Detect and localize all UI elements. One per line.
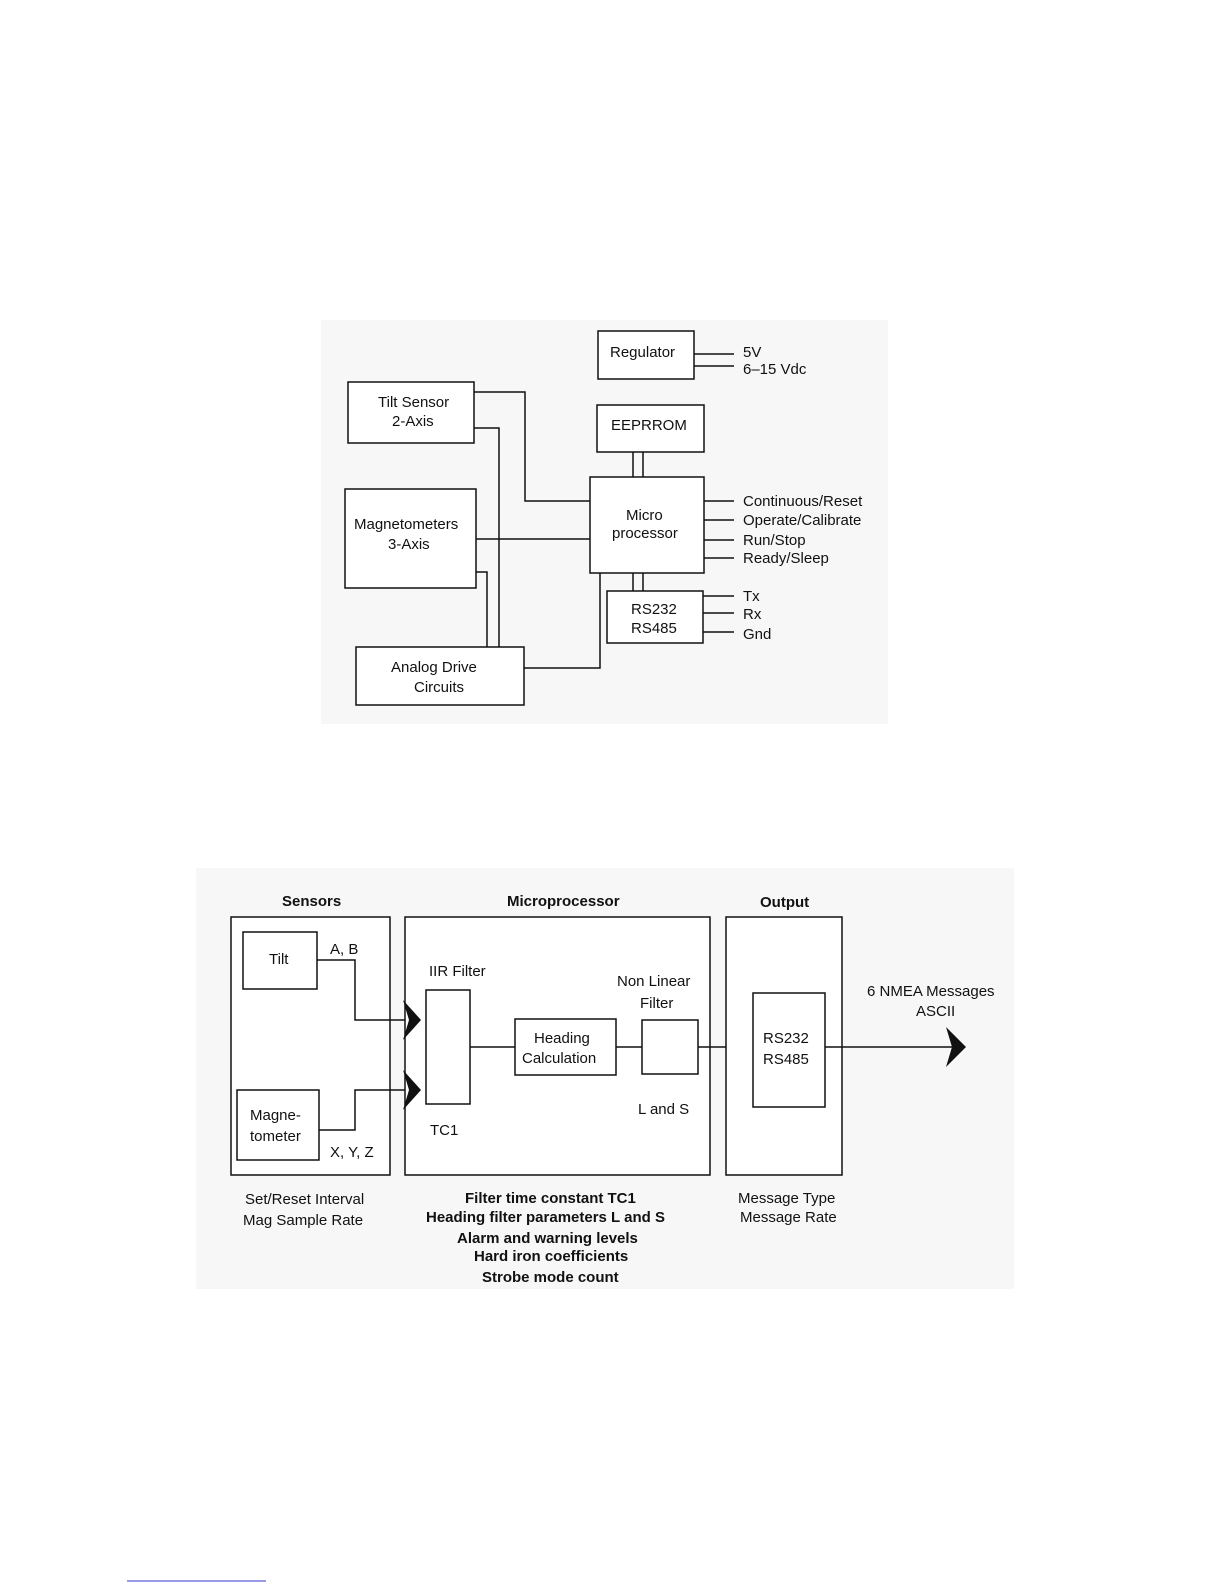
eeprom-box (596, 404, 705, 453)
section-output-title: Output (760, 894, 809, 911)
dataflow-block-diagram: Sensors Microprocessor Output Tilt A, B … (196, 868, 1014, 1289)
regulator-box (597, 330, 695, 380)
mag-signal-wire (319, 1089, 405, 1131)
mag-signal-label: X, Y, Z (330, 1144, 374, 1161)
micro-param-2: Heading filter parameters L and S (426, 1209, 665, 1226)
sensor-param-2: Mag Sample Rate (243, 1212, 363, 1229)
serial-rs485-label: RS485 (631, 620, 677, 637)
micro-param-1: Filter time constant TC1 (465, 1190, 636, 1207)
l-and-s-label: L and S (638, 1101, 689, 1118)
rx-label: Rx (743, 606, 762, 623)
rs232-label: RS232 (763, 1030, 809, 1047)
serial-box (606, 590, 704, 644)
nonlinear-label-2: Filter (640, 995, 673, 1012)
tilt-sensor-box (347, 381, 475, 444)
eeprom-label: EEPRROM (611, 417, 687, 434)
micro-param-4: Hard iron coefficients (474, 1248, 628, 1265)
analog-to-micro-wire (524, 573, 601, 669)
power-5v-label: 5V (743, 344, 761, 361)
tilt-signal-label: A, B (330, 941, 358, 958)
tilt-box (242, 931, 318, 990)
tilt-sensor-axis-label: 2-Axis (392, 413, 434, 430)
iir-filter-box (425, 989, 471, 1105)
tilt-signal-wire (317, 959, 405, 1021)
iir-filter-label: IIR Filter (429, 963, 486, 980)
tilt-input-arrow (403, 1000, 421, 1040)
calculation-label: Calculation (522, 1050, 596, 1067)
tilt-label: Tilt (269, 951, 289, 968)
microprocessor-label-2: processor (612, 525, 678, 542)
nonlinear-label-1: Non Linear (617, 973, 690, 990)
mag-input-arrow (403, 1070, 421, 1110)
analog-drive-label: Analog Drive (391, 659, 477, 676)
output-ascii-label: ASCII (916, 1003, 955, 1020)
micro-param-5: Strobe mode count (482, 1269, 619, 1286)
tilt-sensor-label: Tilt Sensor (378, 394, 449, 411)
tilt-to-micro-wire (474, 391, 590, 502)
power-vdc-label: 6–15 Vdc (743, 361, 807, 378)
heading-label: Heading (534, 1030, 590, 1047)
output-param-2: Message Rate (740, 1209, 837, 1226)
gnd-label: Gnd (743, 626, 771, 643)
sensor-param-1: Set/Reset Interval (245, 1191, 364, 1208)
section-sensors-title: Sensors (282, 893, 341, 910)
magnetometer-label-1: Magne- (250, 1107, 301, 1124)
signal-ready-label: Ready/Sleep (743, 550, 829, 567)
signal-operate-label: Operate/Calibrate (743, 512, 861, 529)
magnetometers-axis-label: 3-Axis (388, 536, 430, 553)
output-arrow (946, 1027, 966, 1067)
mag-to-analog-wire (476, 571, 488, 647)
rs485-label: RS485 (763, 1051, 809, 1068)
regulator-label: Regulator (610, 344, 675, 361)
analog-circuits-label: Circuits (414, 679, 464, 696)
magnetometers-box (344, 488, 477, 589)
signal-continuous-label: Continuous/Reset (743, 493, 863, 510)
tilt-to-analog-wire (474, 427, 500, 647)
heading-calc-box (514, 1018, 617, 1076)
serial-rs232-label: RS232 (631, 601, 677, 618)
section-micro-title: Microprocessor (507, 893, 620, 910)
output-param-1: Message Type (738, 1190, 835, 1207)
tc1-label: TC1 (430, 1122, 458, 1139)
analog-drive-box (355, 646, 525, 706)
output-messages-label: 6 NMEA Messages (867, 983, 995, 1000)
magnetometers-label: Magnetometers (354, 516, 458, 533)
microprocessor-box (589, 476, 705, 574)
hardware-block-diagram: Regulator 5V 6–15 Vdc Tilt Sensor 2-Axis… (321, 320, 888, 724)
tx-label: Tx (743, 588, 760, 605)
magnetometer-label-2: tometer (250, 1128, 301, 1145)
signal-run-label: Run/Stop (743, 532, 806, 549)
nonlinear-filter-box (641, 1019, 699, 1075)
micro-param-3: Alarm and warning levels (457, 1230, 638, 1247)
microprocessor-label-1: Micro (626, 507, 663, 524)
serial-output-box (752, 992, 826, 1108)
magnetometer-box (236, 1089, 320, 1161)
